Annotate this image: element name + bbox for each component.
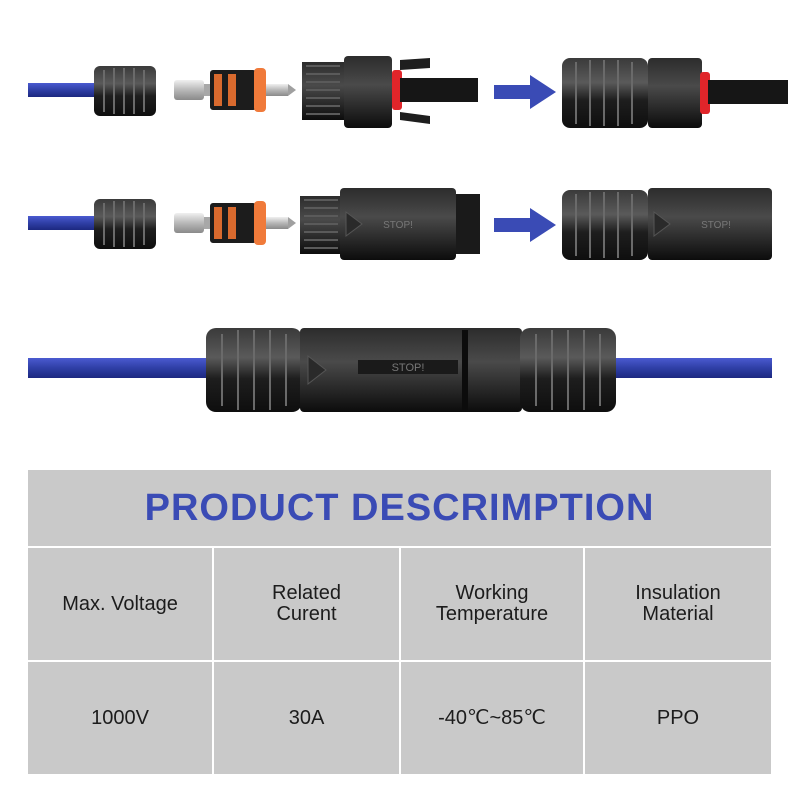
blue-cable xyxy=(28,216,100,230)
table-title: PRODUCT DESCRIMPTION xyxy=(28,470,771,548)
blue-cable xyxy=(28,83,100,97)
assembled-male-connector: STOP! xyxy=(562,188,772,260)
value-label: 30A xyxy=(288,706,325,729)
nut-cap xyxy=(94,66,156,116)
assembled-female-connector xyxy=(562,58,788,128)
female-connector-body xyxy=(302,56,478,128)
nut-cap xyxy=(206,328,302,412)
metal-contact-pin xyxy=(174,80,212,100)
arrow-icon xyxy=(494,208,556,242)
value-label: 1000V xyxy=(91,706,149,729)
value-label: -40℃~85℃ xyxy=(438,706,546,729)
value-related-current: 30A xyxy=(214,662,401,774)
spec-grid: Max. Voltage Related Curent Working Temp… xyxy=(28,548,771,774)
header-insulation-material: Insulation Material xyxy=(585,548,771,662)
header-label: Insulation Material xyxy=(635,582,721,625)
header-max-voltage: Max. Voltage xyxy=(28,548,214,662)
metal-tip xyxy=(266,84,296,96)
blue-cable xyxy=(596,358,772,378)
stop-label: STOP! xyxy=(383,220,413,231)
mated-connector-pair: STOP! xyxy=(28,328,772,412)
row-1-parts xyxy=(28,56,788,128)
value-max-voltage: 1000V xyxy=(28,662,214,774)
header-label: Related Curent xyxy=(272,582,341,625)
orange-seal-insert xyxy=(210,201,266,245)
stop-label: STOP! xyxy=(392,362,425,374)
metal-tip xyxy=(266,217,296,229)
nut-cap xyxy=(520,328,616,412)
header-working-temperature: Working Temperature xyxy=(401,548,585,662)
header-related-current: Related Curent xyxy=(214,548,401,662)
arrow-icon xyxy=(494,75,556,109)
value-insulation-material: PPO xyxy=(585,662,771,774)
male-connector-body: STOP! xyxy=(300,188,480,260)
stop-label: STOP! xyxy=(701,220,731,231)
connector-illustration: STOP! STOP! STOP! xyxy=(28,56,788,412)
nut-cap xyxy=(94,199,156,249)
value-label: PPO xyxy=(656,706,700,729)
orange-seal-insert xyxy=(210,68,266,112)
metal-contact-pin xyxy=(174,213,212,233)
header-label: Max. Voltage xyxy=(62,592,178,615)
blue-cable xyxy=(28,358,214,378)
product-description-table: PRODUCT DESCRIMPTION Max. Voltage Relate… xyxy=(28,470,771,774)
row-2-parts: STOP! STOP! xyxy=(28,188,772,260)
value-working-temperature: -40℃~85℃ xyxy=(401,662,585,774)
header-label: Working Temperature xyxy=(435,582,549,625)
